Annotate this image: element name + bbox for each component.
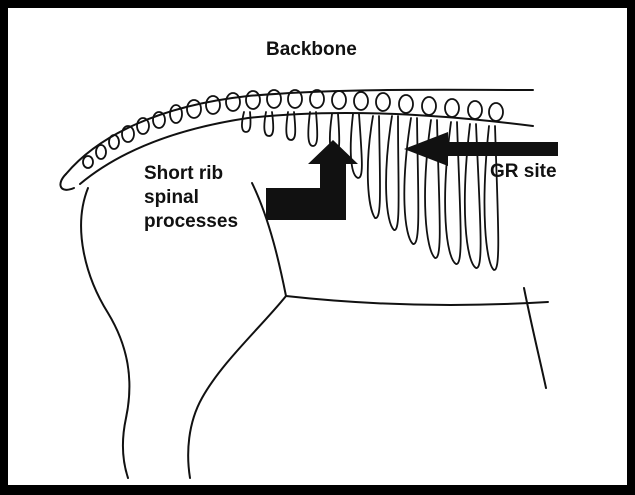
diagram-panel: Backbone GR site Short rib spinal proces… (8, 8, 627, 485)
backbone-upper-line (66, 90, 533, 174)
short-rib-label-line-1: Short rib (144, 162, 238, 186)
belly-line (286, 296, 548, 305)
short-rib-label-line-3: processes (144, 210, 238, 234)
anatomy-drawing (8, 8, 627, 485)
backbone-label: Backbone (266, 38, 357, 62)
rump-outline (81, 188, 129, 478)
flank-line (188, 296, 286, 478)
gr-site-label: GR site (490, 160, 557, 184)
short-rib-label-line-2: spinal (144, 186, 238, 210)
short-rib-spinal-processes-label: Short rib spinal processes (144, 162, 238, 234)
tail-tip-curve (60, 174, 74, 190)
short-rib-arrow (266, 140, 358, 220)
